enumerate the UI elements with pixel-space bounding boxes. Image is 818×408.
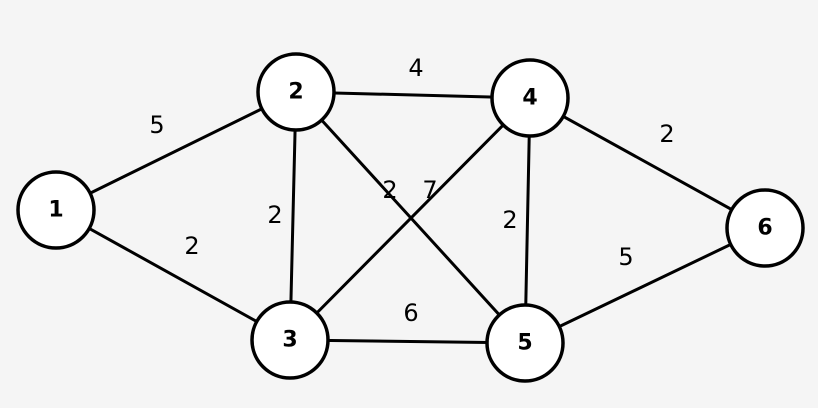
edge-weight-3-5: 6: [403, 299, 418, 327]
node-circle-6: [725, 188, 805, 268]
edge-3-4: [288, 96, 532, 342]
edge-weight-4-6: 2: [659, 120, 674, 148]
node-label-1: 1: [48, 198, 63, 223]
edge-1-3: [54, 208, 292, 342]
edge-weight-1-3: 2: [184, 232, 199, 260]
edges-layer: [54, 90, 767, 345]
edge-weight-2-5: 2: [382, 176, 397, 204]
node-1: 1: [16, 170, 96, 250]
node-3: 3: [250, 300, 330, 380]
node-label-5: 5: [517, 331, 532, 356]
edge-1-2: [54, 90, 298, 212]
node-label-4: 4: [522, 86, 537, 111]
edge-weight-2-3: 2: [267, 201, 282, 229]
node-label-3: 3: [282, 328, 297, 353]
node-6: 6: [725, 188, 805, 268]
edge-weight-5-6: 5: [618, 243, 633, 271]
node-circle-2: [256, 52, 336, 132]
node-label-6: 6: [757, 216, 772, 241]
edge-4-6: [528, 96, 767, 230]
node-circle-1: [16, 170, 96, 250]
edge-4-5: [523, 96, 532, 345]
edge-weight-4-5: 2: [502, 206, 517, 234]
node-circle-4: [490, 58, 570, 138]
node-2: 2: [256, 52, 336, 132]
nodes-layer: 1 2 3 4 5 6: [16, 52, 805, 383]
node-label-2: 2: [288, 80, 303, 105]
node-circle-3: [250, 300, 330, 380]
edge-weight-1-2: 5: [149, 111, 164, 139]
node-4: 4: [490, 58, 570, 138]
edge-weight-2-4: 4: [408, 54, 423, 82]
edge-2-3: [288, 90, 298, 342]
node-circle-5: [485, 303, 565, 383]
edge-5-6: [523, 226, 767, 345]
node-5: 5: [485, 303, 565, 383]
edge-weight-3-4: 7: [422, 176, 437, 204]
